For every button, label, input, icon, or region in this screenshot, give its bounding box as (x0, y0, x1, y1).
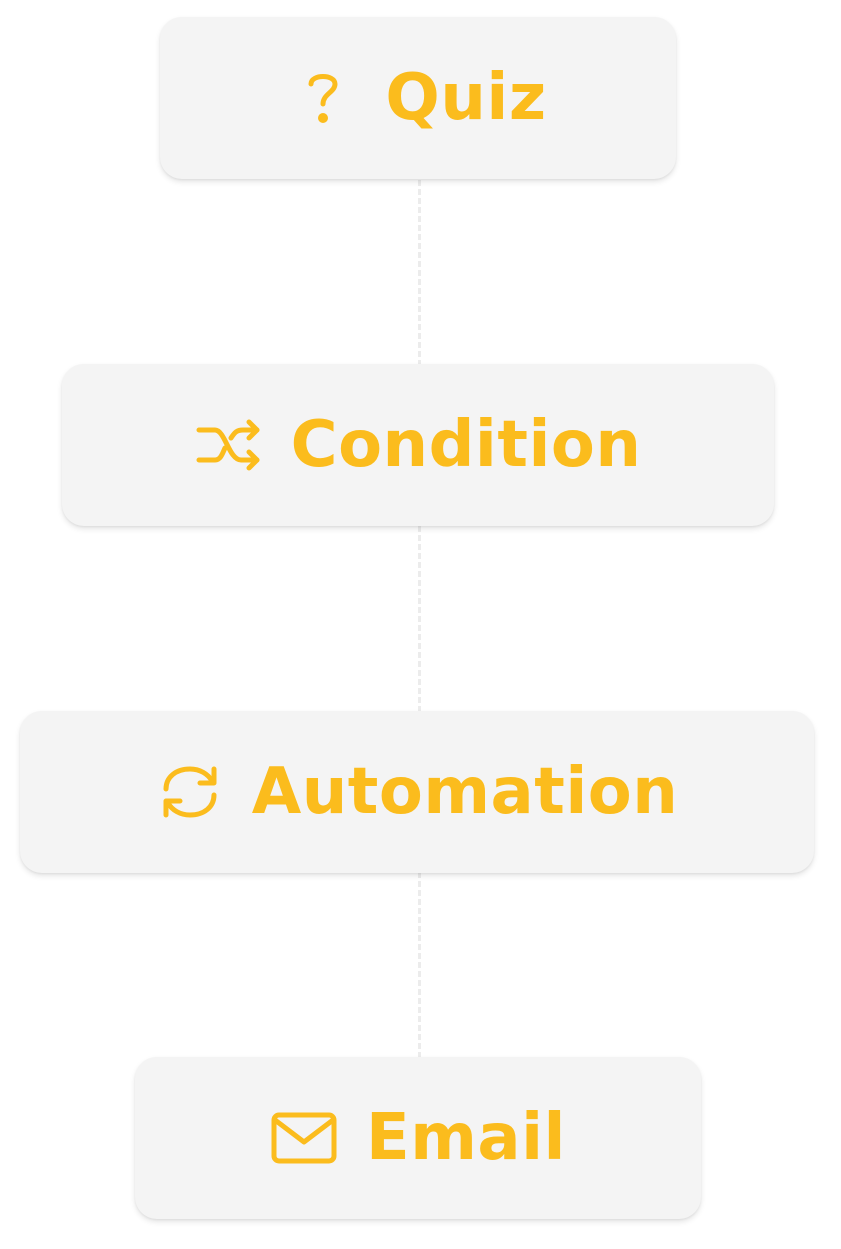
node-automation[interactable]: Automation (20, 711, 814, 873)
node-label: Automation (251, 755, 679, 829)
envelope-icon (270, 1104, 338, 1172)
refresh-icon (156, 758, 224, 826)
node-label: Email (366, 1101, 566, 1175)
shuffle-icon (195, 411, 263, 479)
node-quiz[interactable]: Quiz (160, 17, 676, 179)
node-label: Condition (290, 408, 642, 482)
node-condition[interactable]: Condition (62, 364, 774, 526)
node-email[interactable]: Email (135, 1057, 701, 1219)
connector-quiz-condition (418, 180, 421, 366)
node-label: Quiz (385, 61, 547, 135)
question-mark-icon (289, 64, 357, 132)
connector-condition-automation (418, 526, 421, 712)
connector-automation-email (418, 872, 421, 1058)
